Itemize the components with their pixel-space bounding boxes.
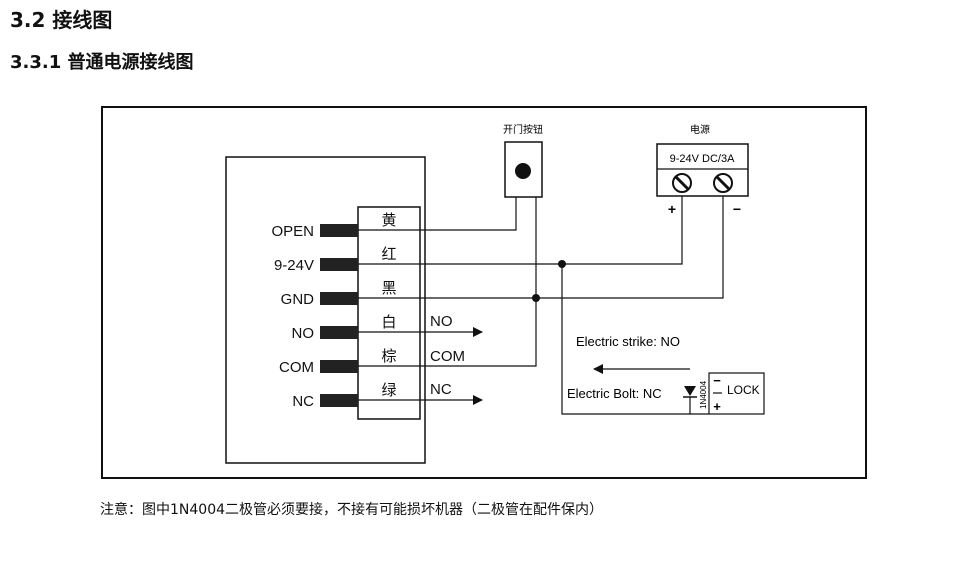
pin-label-no: NO bbox=[292, 325, 315, 342]
diode-label: 1N4004 bbox=[699, 380, 708, 409]
wire-gnd bbox=[358, 196, 724, 299]
wire-color-brown: 棕 bbox=[381, 347, 396, 365]
pin-power-connector bbox=[320, 258, 358, 271]
diagram-frame bbox=[101, 106, 867, 479]
strike-label: Electric strike: NO bbox=[576, 334, 680, 349]
pin-gnd-connector bbox=[320, 292, 358, 305]
pin-label-gnd: GND bbox=[281, 291, 315, 308]
wire-color-black: 黑 bbox=[381, 279, 396, 297]
pin-open-connector bbox=[320, 224, 358, 237]
button-label: 开门按钮 bbox=[503, 123, 543, 136]
pin-com-connector bbox=[320, 360, 358, 373]
subsection-title: 3.3.1 普通电源接线图 bbox=[10, 52, 194, 73]
power-label: 电源 bbox=[690, 123, 710, 136]
wire-color-yellow: 黄 bbox=[381, 211, 396, 229]
junction-power bbox=[558, 260, 566, 268]
power-supply bbox=[656, 143, 749, 197]
pin-no-connector bbox=[320, 326, 358, 339]
door-button-knob-icon bbox=[515, 163, 531, 179]
bolt-label: Electric Bolt: NC bbox=[567, 386, 662, 401]
power-terminal-positive-icon bbox=[672, 173, 692, 193]
wire-color-white: 白 bbox=[381, 313, 396, 331]
pin-label-open: OPEN bbox=[271, 223, 314, 240]
terminal-block bbox=[357, 206, 421, 420]
power-terminal-negative-icon bbox=[713, 173, 733, 193]
wires bbox=[358, 196, 765, 415]
pin-label-power: 9-24V bbox=[274, 257, 314, 274]
junction-gnd bbox=[532, 294, 540, 302]
wire-power bbox=[358, 196, 683, 265]
section-title: 3.2 接线图 bbox=[10, 8, 113, 32]
output-com-label: COM bbox=[430, 348, 465, 365]
controller-body bbox=[225, 156, 426, 464]
wire-color-green: 绿 bbox=[381, 381, 396, 399]
power-spec: 9-24V DC/3A bbox=[670, 153, 735, 165]
wire-open bbox=[358, 197, 517, 231]
lock-label: LOCK bbox=[727, 383, 760, 397]
output-nc-label: NC bbox=[430, 381, 452, 398]
wire-color-red: 红 bbox=[381, 245, 396, 263]
power-plus: + bbox=[668, 201, 676, 217]
power-minus: − bbox=[733, 201, 741, 217]
output-no-label: NO bbox=[430, 313, 453, 330]
footnote: 注意：图中1N4004二极管必须要接，不接有可能损坏机器（二极管在配件保内） bbox=[100, 502, 604, 518]
wire-lock-supply bbox=[561, 264, 709, 415]
lock-plus: + bbox=[713, 399, 721, 414]
wire-gnd-com bbox=[358, 298, 537, 367]
pin-nc-connector bbox=[320, 394, 358, 407]
pin-connectors bbox=[320, 224, 358, 407]
diode-icon bbox=[683, 386, 697, 414]
pin-label-com: COM bbox=[279, 359, 314, 376]
pin-label-nc: NC bbox=[292, 393, 314, 410]
lock-minus: − bbox=[713, 373, 721, 388]
